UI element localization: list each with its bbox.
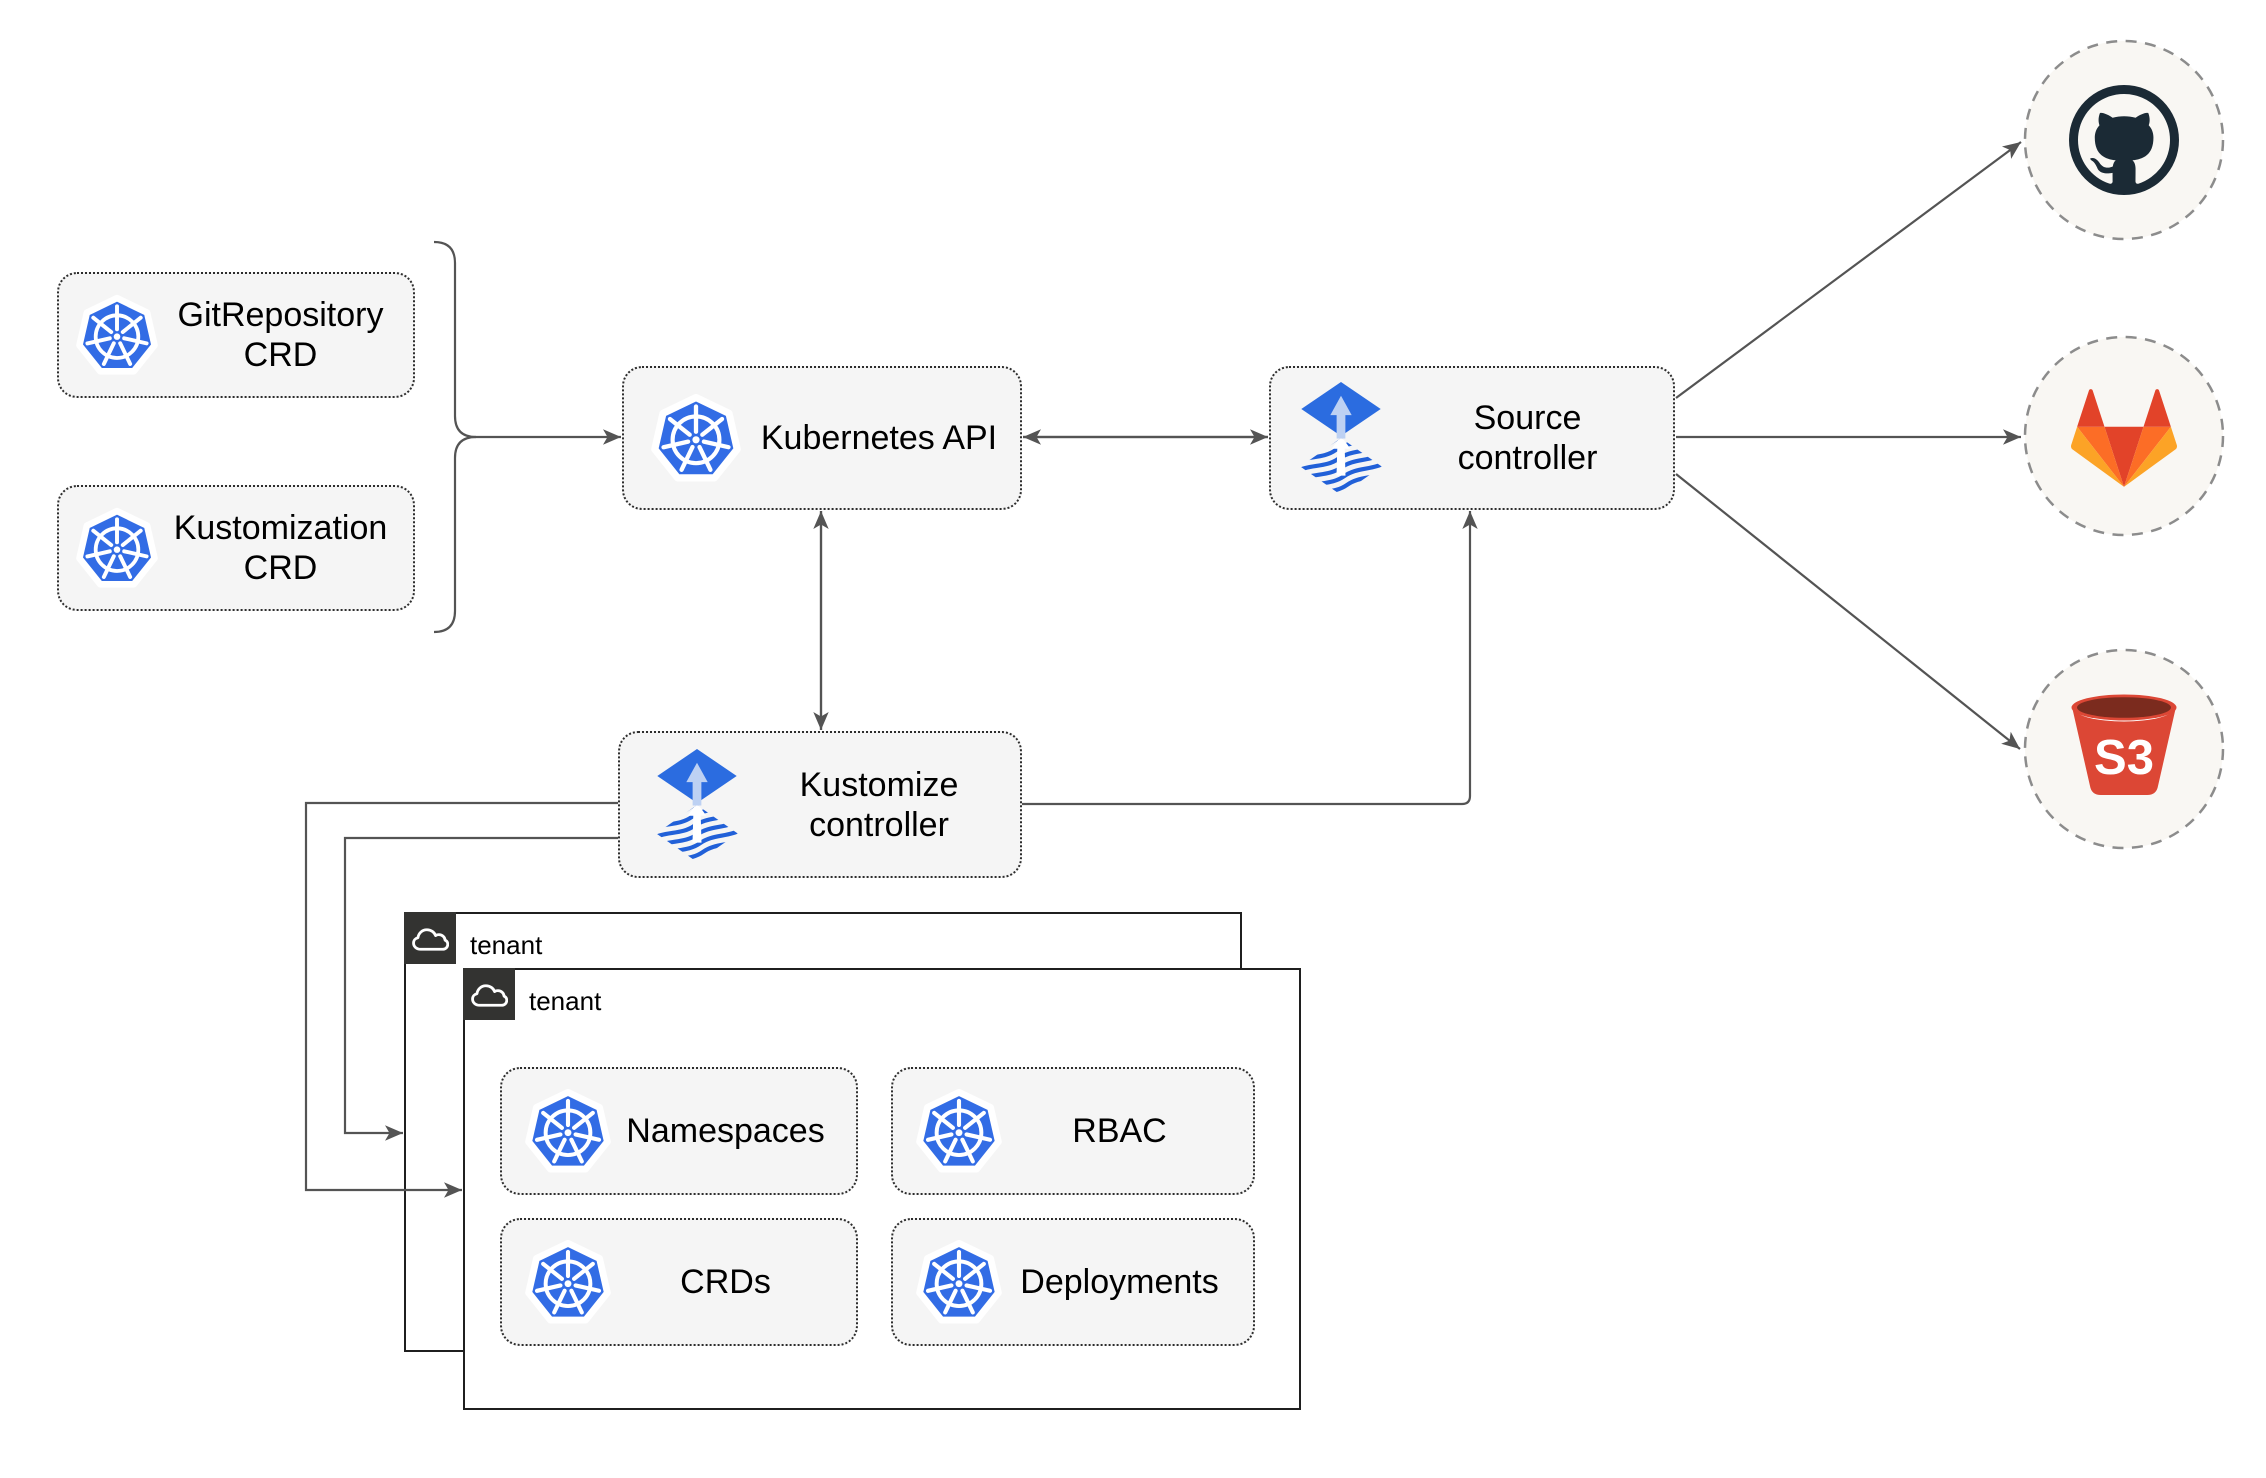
svg-text:S3: S3: [2094, 731, 2154, 785]
